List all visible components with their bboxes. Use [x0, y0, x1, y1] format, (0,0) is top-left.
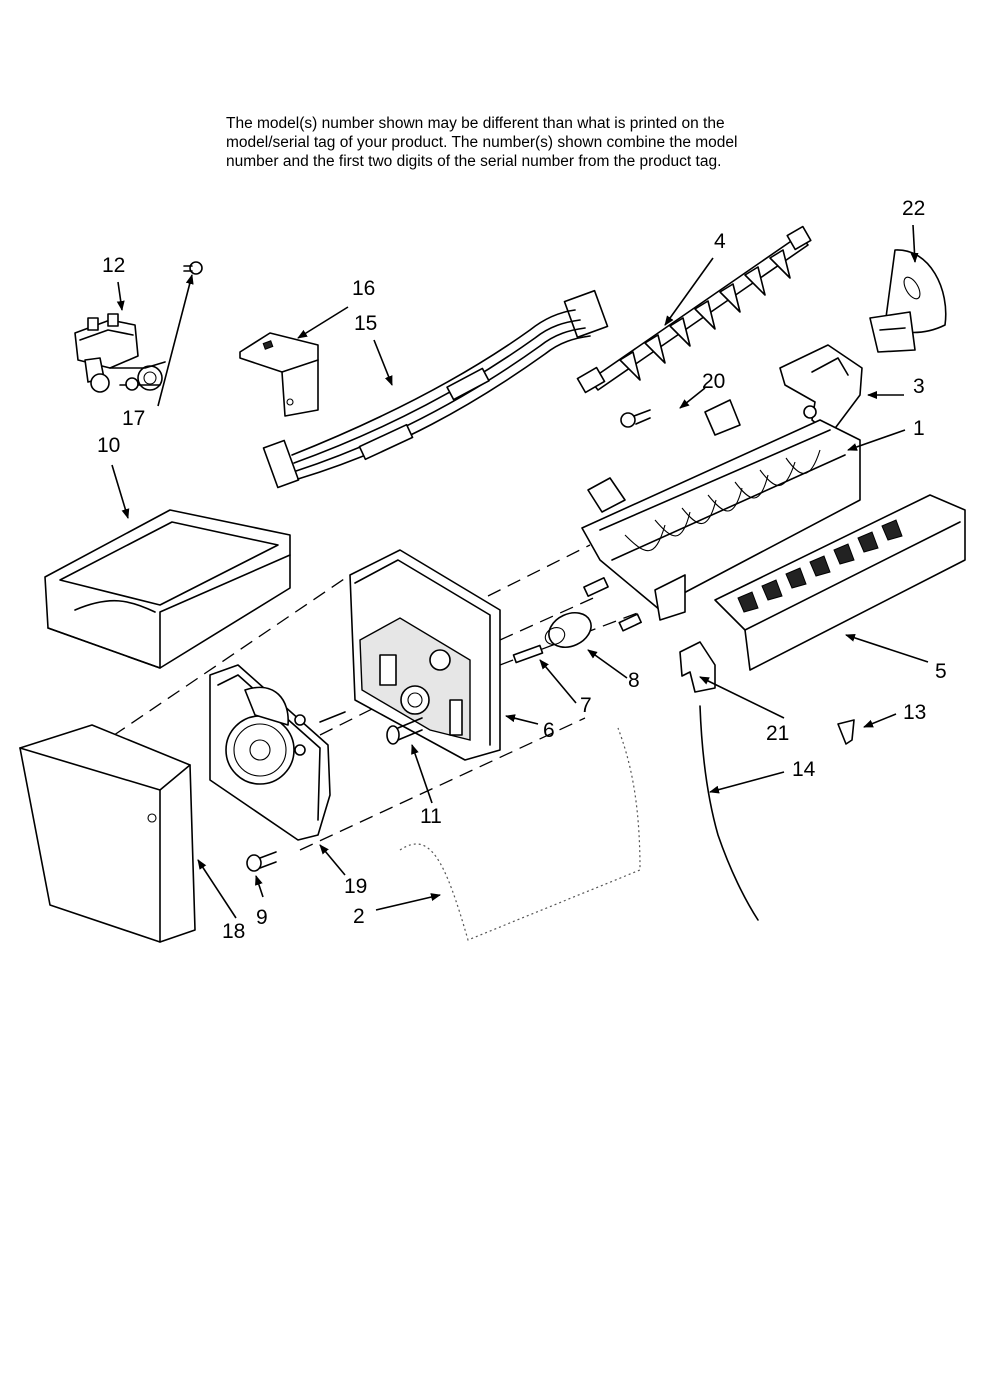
- part-11-screw: [386, 717, 423, 745]
- part-4-ejector: [576, 225, 812, 394]
- callout-4: 4: [714, 230, 726, 253]
- callout-13: 13: [903, 701, 926, 724]
- part-2-bag: [399, 727, 641, 941]
- callout-6: 6: [543, 719, 555, 742]
- callout-16: 16: [352, 277, 375, 300]
- callout-1: 1: [913, 417, 925, 440]
- part-13-plug: [837, 719, 855, 745]
- part-5-front-cover: [714, 494, 966, 671]
- callout-8: 8: [628, 669, 640, 692]
- part-16-bracket: [239, 332, 319, 417]
- callout-9: 9: [256, 906, 268, 929]
- part-1-ice-mold: [581, 399, 861, 621]
- part-21-clip: [679, 641, 716, 693]
- callout-3: 3: [913, 375, 925, 398]
- part-18-front-cover: [19, 724, 196, 943]
- callout-11: 11: [420, 805, 442, 828]
- part-17-screw: [183, 261, 203, 275]
- mold-plugs: [583, 577, 642, 632]
- part-14-tube: [699, 705, 759, 921]
- callout-labels: 12 16 15 17 10 4 22 20 3 1 5 8 7 6 21 13…: [97, 197, 947, 943]
- callout-7: 7: [580, 694, 592, 717]
- part-9-screw: [246, 851, 277, 872]
- note-line-3: number and the first two digits of the s…: [226, 153, 722, 170]
- callout-15: 15: [354, 312, 377, 335]
- part-22-shield: [869, 249, 947, 353]
- callout-14: 14: [792, 758, 816, 781]
- callout-17: 17: [122, 407, 145, 430]
- model-number-note: The model(s) number shown may be differe…: [226, 114, 826, 171]
- note-line-1: The model(s) number shown may be differe…: [226, 115, 725, 132]
- callout-18: 18: [222, 920, 245, 943]
- callout-10: 10: [97, 434, 120, 457]
- callout-20: 20: [702, 370, 725, 393]
- callout-2: 2: [353, 905, 365, 928]
- part-19-mounting-plate: [209, 664, 346, 841]
- part-10-ice-bin: [44, 509, 291, 669]
- leader-arrows: [111, 224, 929, 919]
- callout-12: 12: [102, 254, 125, 277]
- callout-5: 5: [935, 660, 947, 683]
- callout-19: 19: [344, 875, 367, 898]
- callout-21: 21: [766, 722, 789, 745]
- note-line-2: model/serial tag of your product. The nu…: [226, 134, 738, 151]
- part-20-screw: [620, 409, 651, 428]
- part-8-motor: [544, 611, 592, 649]
- part-15-wire-harness: [262, 289, 609, 489]
- part-7-shaft: [512, 644, 544, 664]
- callout-22: 22: [902, 197, 925, 220]
- part-12-water-valve: [74, 313, 166, 393]
- part-6-housing: [349, 549, 501, 761]
